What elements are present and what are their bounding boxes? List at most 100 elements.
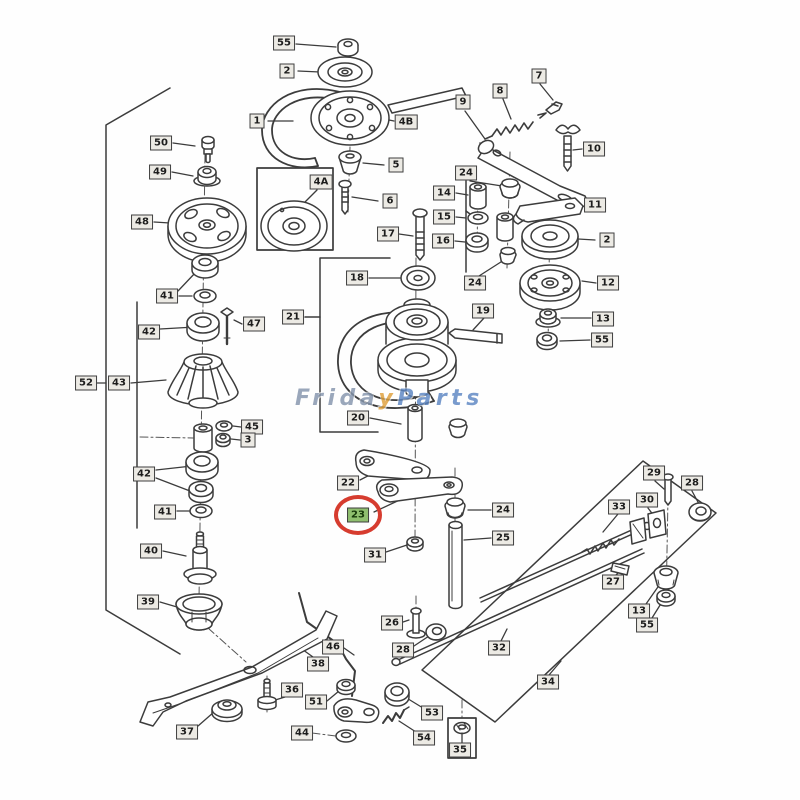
spring-8 [484, 112, 547, 140]
arm-11 [512, 197, 584, 225]
box-35 [447, 717, 477, 759]
spring-33 [581, 538, 620, 555]
part-label-36: 36 [281, 682, 303, 698]
bracket-30 [629, 509, 667, 545]
blade-38 [139, 610, 338, 727]
part-label-47: 47 [243, 316, 265, 332]
pulley-2b [521, 219, 579, 260]
nut-55-top [337, 38, 359, 57]
rod-25 [448, 520, 463, 610]
grommet-24b [499, 246, 517, 265]
pulley-12 [519, 264, 581, 311]
grommet-24c [444, 497, 466, 519]
bolt-26 [406, 607, 426, 639]
washer-37 [211, 699, 243, 723]
part-label-5: 5 [388, 157, 404, 173]
part-label-33: 33 [608, 499, 630, 515]
cone-43 [167, 353, 239, 409]
arm-23 [375, 476, 464, 503]
part-label-11: 11 [584, 197, 606, 213]
part-label-31: 31 [364, 547, 386, 563]
washer-41b [189, 503, 213, 519]
cup-39 [175, 593, 223, 631]
part-label-23: 23 [347, 507, 369, 523]
pulley-2-top [317, 56, 373, 88]
part-label-35: 35 [449, 742, 471, 758]
part-label-13: 13 [592, 311, 614, 327]
part-label-26: 26 [381, 615, 403, 631]
pulley-48 [167, 197, 247, 263]
grommet-idler [448, 418, 468, 439]
part-label-42: 42 [133, 466, 155, 482]
part-label-6: 6 [382, 193, 398, 209]
grommet-28a [688, 502, 712, 522]
bushing-24-column [496, 212, 514, 242]
bearing-42a [186, 312, 220, 342]
box-4A [256, 167, 334, 252]
part-label-48: 48 [131, 214, 153, 230]
bracket-21-line [304, 257, 391, 433]
nut-49 [193, 165, 221, 187]
bushing-53 [384, 682, 410, 707]
part-label-24: 24 [455, 165, 477, 181]
grommet-28b [425, 623, 447, 641]
part-label-28: 28 [392, 642, 414, 658]
nut-3 [215, 432, 231, 448]
washer-45 [215, 420, 233, 432]
part-label-51: 51 [305, 694, 327, 710]
bolt-36 [257, 678, 277, 711]
part-label-55: 55 [591, 332, 613, 348]
part-label-53: 53 [421, 705, 443, 721]
part-label-46: 46 [322, 639, 344, 655]
pulley-4B [310, 87, 467, 146]
watermark: FridayParts [295, 386, 484, 411]
nut-13a [535, 308, 561, 328]
arm-22 [354, 449, 431, 481]
part-label-4B: 4B [394, 114, 418, 130]
part-label-52: 52 [75, 375, 97, 391]
spring-54 [382, 706, 410, 724]
spindle-40 [183, 531, 217, 585]
nut-55b [536, 331, 558, 351]
part-label-42: 42 [138, 324, 160, 340]
spacer-20 [407, 403, 423, 443]
highlight-circle [334, 495, 382, 535]
nut-55c [656, 589, 676, 607]
lever-9 [477, 139, 591, 208]
part-label-55: 55 [636, 617, 658, 633]
clip-27 [610, 562, 630, 576]
part-label-9: 9 [455, 94, 471, 110]
part-label-4A: 4A [309, 174, 333, 190]
bushing-center [193, 423, 213, 453]
bearing-42c [188, 480, 214, 504]
part-label-30: 30 [636, 492, 658, 508]
part-label-44: 44 [291, 725, 313, 741]
bearing-42b [185, 451, 219, 481]
part-label-21: 21 [282, 309, 304, 325]
part-label-25: 25 [492, 530, 514, 546]
part-label-1: 1 [249, 113, 265, 129]
washer-41a [193, 288, 217, 304]
part-label-38: 38 [307, 656, 329, 672]
part-label-29: 29 [643, 465, 665, 481]
part-label-20: 20 [347, 410, 369, 426]
bolt-47 [220, 307, 234, 346]
nut-51 [336, 678, 356, 696]
part-label-13: 13 [628, 603, 650, 619]
rod-19 [448, 328, 503, 344]
part-label-18: 18 [346, 270, 368, 286]
washer-44 [335, 729, 357, 743]
part-label-17: 17 [377, 226, 399, 242]
part-label-54: 54 [413, 730, 435, 746]
part-label-37: 37 [176, 724, 198, 740]
part-label-41: 41 [154, 504, 176, 520]
watermark-text-parts: Parts [397, 386, 484, 411]
part-label-40: 40 [140, 543, 162, 559]
grommet-24a [499, 178, 521, 199]
part-label-55: 55 [273, 35, 295, 51]
bolt-17 [412, 208, 428, 261]
washer-15 [465, 210, 489, 225]
part-label-22: 22 [337, 475, 359, 491]
watermark-swoosh: y [378, 386, 398, 411]
